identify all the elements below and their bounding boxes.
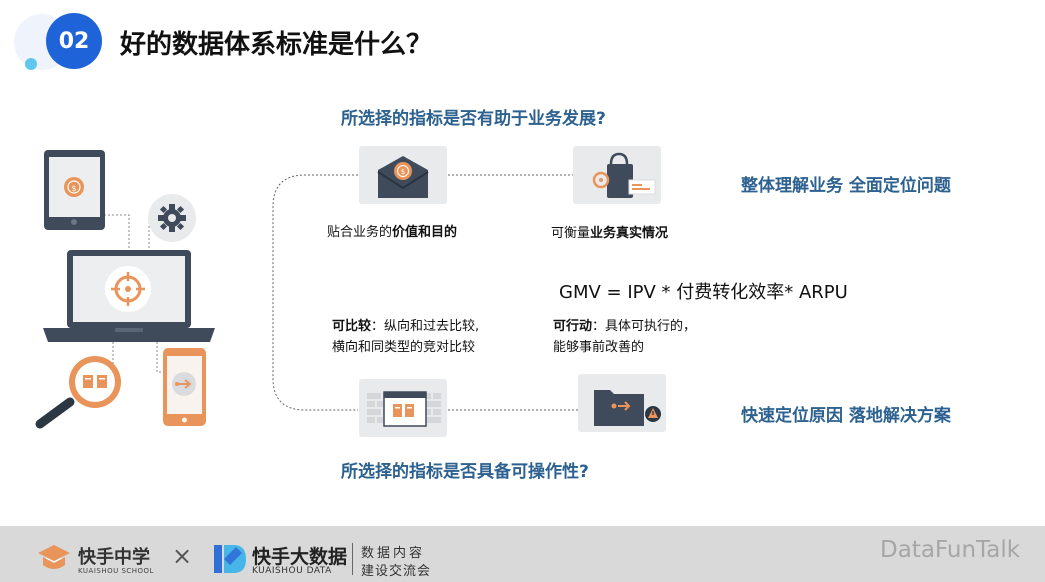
link-phone [156, 342, 163, 373]
browser-window-icon [367, 391, 441, 427]
footer-divider [352, 543, 353, 575]
event-name-line1: 数据内容 [361, 546, 426, 561]
question-bottom: 所选择的指标是否具备可操作性? [341, 462, 589, 482]
phone-icon [163, 348, 206, 426]
tablet-icon: $ [44, 150, 105, 230]
kuaishou-data-name: 快手大数据 [252, 546, 348, 568]
formula: GMV = IPV * 付费转化效率* ARPU [559, 282, 848, 303]
datafuntalk-brand: DataFunTalk [880, 537, 1021, 563]
svg-text:$: $ [71, 184, 76, 193]
gear-icon [148, 194, 196, 242]
right-label-bottom: 快速定位原因 落地解决方案 [741, 406, 951, 426]
kuaishou-school-en: KUAISHOU SCHOOL [78, 567, 154, 575]
caption-true-situation: 可衡量业务真实情况 [551, 226, 669, 241]
folder-warning-icon [594, 390, 661, 426]
times-sign: × [172, 542, 193, 570]
laptop-icon [43, 250, 215, 342]
note-actionable: 可行动：具体可执行的， 能够事前改善的 [553, 319, 697, 355]
tile-true-situation [573, 146, 661, 204]
tile-action [578, 374, 666, 432]
kuaishou-data-logo-icon [214, 545, 246, 573]
tile-value-goal: $ [359, 146, 447, 204]
kuaishou-data-en: KUAISHOU DATA [252, 566, 332, 576]
tile-comparison [359, 379, 447, 437]
note-comparable: 可比较：纵向和过去比较, 横向和同类型的竞对比较 [332, 319, 480, 355]
page-title: 好的数据体系标准是什么？ [120, 30, 433, 60]
kuaishou-school-logo-icon [38, 545, 70, 569]
section-number-badge: 02 [46, 13, 102, 69]
magnifier-icon [35, 356, 121, 429]
envelope-coin-icon: $ [377, 156, 429, 198]
shopping-bag-icon [592, 152, 656, 198]
dotted-bracket [272, 174, 358, 411]
footer-bar [0, 526, 1045, 582]
link-tablet [104, 214, 130, 252]
caption-value-goal: 贴合业务的价值和目的 [327, 225, 458, 240]
event-name-line2: 建设交流会 [361, 564, 432, 579]
badge-dot [25, 58, 37, 70]
diagram-layer: $ [35, 150, 578, 429]
kuaishou-school-name: 快手中学 [78, 547, 150, 568]
right-label-top: 整体理解业务 全面定位问题 [741, 176, 951, 196]
question-top: 所选择的指标是否有助于业务发展? [341, 109, 606, 129]
svg-text:$: $ [401, 168, 405, 176]
